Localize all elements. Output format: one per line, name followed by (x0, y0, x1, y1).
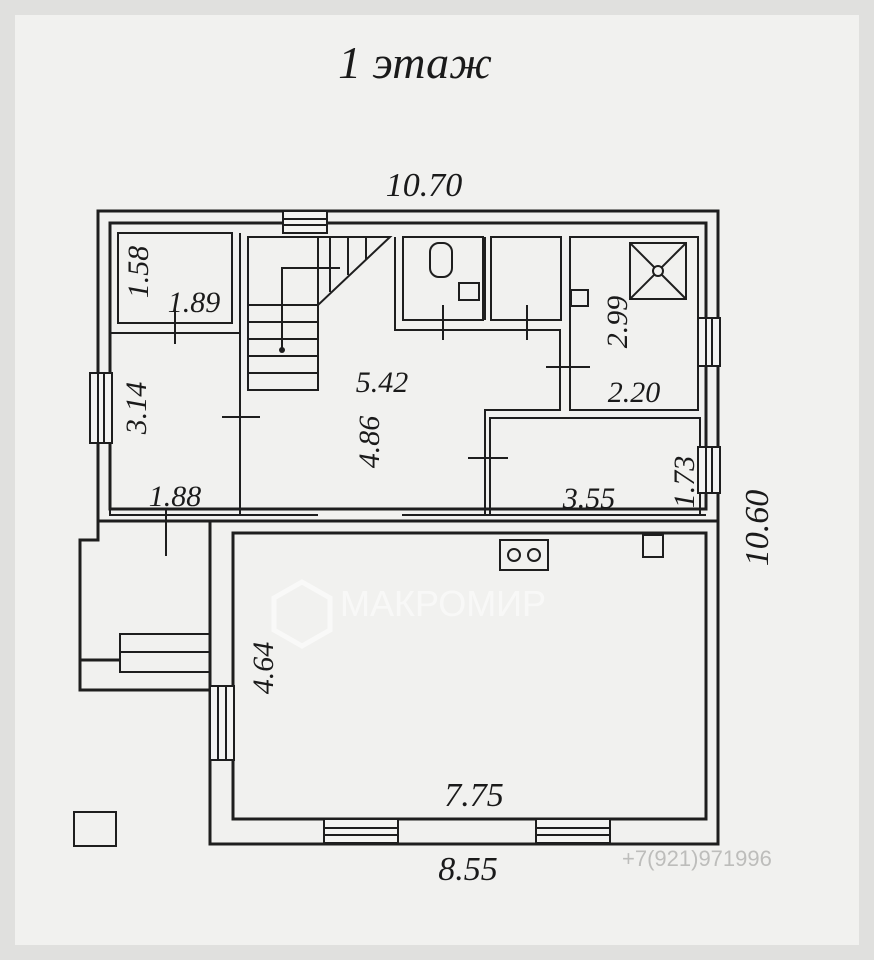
main-room-width: 7.75 (444, 777, 504, 814)
watermark-text: МАКРОМИР (340, 583, 546, 624)
outer-walls (78, 209, 720, 846)
staircase (247, 236, 393, 391)
right-room-height: 1.73 (668, 456, 701, 509)
boiler-room-width: 2.20 (608, 376, 661, 409)
watermark-logo-icon (271, 579, 333, 649)
dimension-top-width: 10.70 (386, 167, 463, 204)
kitchen-sink-icon (642, 534, 664, 558)
stove-icon (499, 539, 549, 571)
dimension-right-height: 10.60 (739, 490, 776, 567)
window-right-lower (697, 446, 721, 494)
legend-box (73, 811, 117, 847)
windows (89, 210, 721, 844)
main-room-height: 4.64 (247, 642, 280, 695)
window-right-upper (697, 317, 721, 367)
boiler-room-height: 2.99 (601, 296, 634, 349)
floor-title: 1 этаж (338, 37, 492, 88)
hall-width: 5.42 (356, 366, 409, 399)
shower-icon (629, 242, 687, 300)
doors (165, 305, 590, 556)
phone-watermark: +7(921)971996 (622, 846, 772, 871)
left-room-width: 1.88 (149, 480, 202, 513)
dimension-bottom-width: 8.55 (438, 851, 498, 888)
small-room-height: 1.58 (122, 246, 155, 299)
window-bottom-1 (323, 818, 399, 844)
left-room-height: 3.14 (120, 382, 153, 436)
window-top (282, 210, 328, 234)
fixtures (73, 242, 687, 847)
window-bottom-2 (535, 818, 611, 844)
sink-icon (570, 289, 589, 307)
small-room-width: 1.89 (168, 286, 221, 319)
window-left-lower (209, 685, 235, 761)
sink-icon (458, 282, 480, 301)
toilet-icon (429, 242, 453, 278)
window-left (89, 372, 113, 444)
right-room-width: 3.55 (562, 482, 616, 515)
hall-height: 4.86 (353, 416, 386, 469)
